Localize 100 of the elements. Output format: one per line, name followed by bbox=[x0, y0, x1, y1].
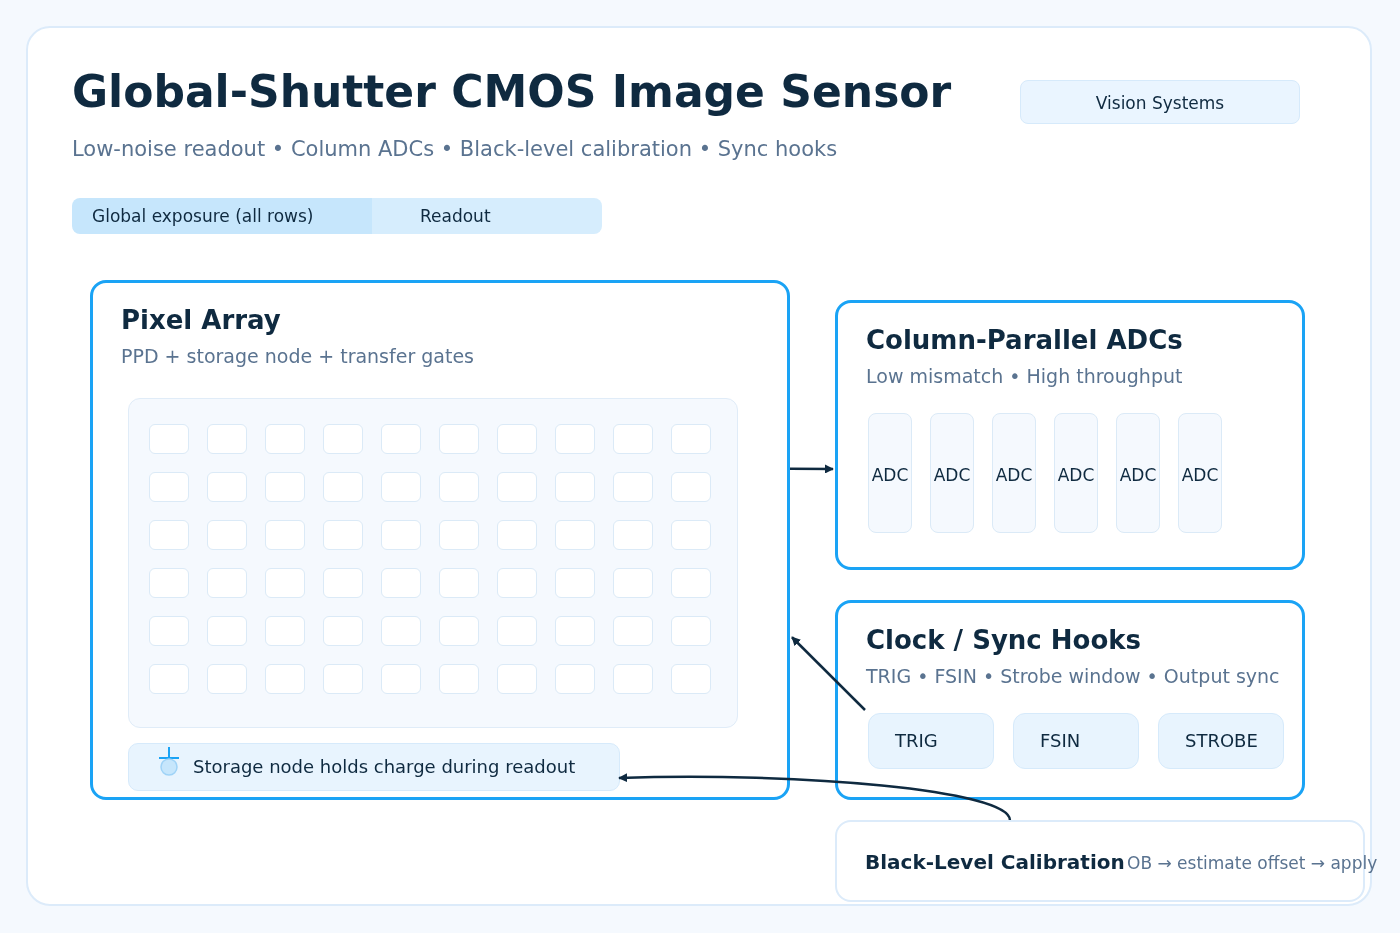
pixel-cell bbox=[671, 472, 711, 502]
pixel-cell bbox=[323, 568, 363, 598]
adc-slot bbox=[1054, 413, 1098, 533]
pixel-cell bbox=[613, 472, 653, 502]
pixel-cell bbox=[381, 472, 421, 502]
segment-label: Global exposure (all rows) bbox=[92, 206, 314, 226]
pixel-cell bbox=[613, 520, 653, 550]
pixel-cell bbox=[265, 424, 305, 454]
pixel-cell bbox=[555, 664, 595, 694]
pixel-cell bbox=[439, 472, 479, 502]
pixel-cell bbox=[671, 568, 711, 598]
pixel-cell bbox=[671, 616, 711, 646]
pixel-cell bbox=[323, 664, 363, 694]
signal-label: STROBE bbox=[1185, 730, 1258, 751]
pixel-cell bbox=[381, 520, 421, 550]
pixel-cell bbox=[555, 616, 595, 646]
adc-slot bbox=[992, 413, 1036, 533]
pixel-cell bbox=[555, 424, 595, 454]
pixel-cell bbox=[497, 520, 537, 550]
pixel-cell bbox=[497, 568, 537, 598]
block-panel bbox=[835, 600, 1305, 800]
adc-label: ADC bbox=[1118, 465, 1158, 485]
adc-label: ADC bbox=[1056, 465, 1096, 485]
adc-slot bbox=[930, 413, 974, 533]
pixel-cell bbox=[149, 616, 189, 646]
step-text: OB → estimate offset → apply bbox=[1127, 853, 1378, 873]
block-panel bbox=[835, 300, 1305, 570]
pixel-cell bbox=[265, 520, 305, 550]
pixel-cell bbox=[497, 424, 537, 454]
timeline-segment bbox=[372, 198, 602, 234]
signal-label: FSIN bbox=[1040, 730, 1081, 751]
adc-slot bbox=[1116, 413, 1160, 533]
pixel-cell bbox=[381, 664, 421, 694]
signal-chip bbox=[868, 713, 994, 769]
pixel-cell bbox=[207, 664, 247, 694]
adc-label: ADC bbox=[994, 465, 1034, 485]
pixel-cell bbox=[381, 424, 421, 454]
block-title: Column-Parallel ADCs bbox=[866, 325, 1183, 355]
pixel-grid-panel bbox=[128, 398, 738, 728]
pixel-cell bbox=[555, 568, 595, 598]
block-title: Pixel Array bbox=[121, 305, 281, 335]
pixel-cell bbox=[381, 616, 421, 646]
subtitle: Low-noise readout • Column ADCs • Black-level calibration • Sync hooks bbox=[72, 137, 838, 161]
pixel-cell bbox=[149, 664, 189, 694]
pixel-cell bbox=[207, 568, 247, 598]
header-badge: Vision Systems bbox=[1020, 80, 1300, 124]
pixel-cell bbox=[323, 472, 363, 502]
pixel-cell bbox=[671, 520, 711, 550]
pixel-cell bbox=[149, 520, 189, 550]
block-panel bbox=[90, 280, 790, 800]
pixel-cell bbox=[265, 568, 305, 598]
pixel-cell bbox=[613, 568, 653, 598]
adc-label: ADC bbox=[1180, 465, 1220, 485]
block-title: Black-Level Calibration bbox=[865, 850, 1125, 874]
pixel-cell bbox=[207, 472, 247, 502]
pixel-cell bbox=[207, 424, 247, 454]
diagram-title: Global-Shutter CMOS Image Sensor bbox=[72, 66, 952, 117]
block-title: Clock / Sync Hooks bbox=[866, 625, 1142, 655]
block-subtitle: PPD + storage node + transfer gates bbox=[121, 345, 474, 367]
pixel-cell bbox=[497, 616, 537, 646]
signal-chip bbox=[1013, 713, 1139, 769]
signal-chip bbox=[1158, 713, 1284, 769]
pixel-cell bbox=[381, 568, 421, 598]
pixel-cell bbox=[555, 520, 595, 550]
pixel-cell bbox=[439, 616, 479, 646]
pixel-cell bbox=[207, 520, 247, 550]
pixel-cell bbox=[265, 616, 305, 646]
arrow bbox=[618, 773, 1011, 821]
pixel-cell bbox=[439, 424, 479, 454]
pixel-cell bbox=[613, 616, 653, 646]
pixel-cell bbox=[555, 472, 595, 502]
pixel-cell bbox=[613, 424, 653, 454]
arrow bbox=[790, 464, 834, 474]
block-subtitle: TRIG • FSIN • Strobe window • Output sync bbox=[866, 665, 1280, 687]
adc-slot bbox=[1178, 413, 1222, 533]
pixel-cell bbox=[497, 472, 537, 502]
pixel-cell bbox=[265, 664, 305, 694]
adc-label: ADC bbox=[932, 465, 972, 485]
signal-label: TRIG bbox=[895, 730, 938, 751]
pixel-cell bbox=[613, 664, 653, 694]
pixel-cell bbox=[265, 472, 305, 502]
adc-label: ADC bbox=[870, 465, 910, 485]
arrow bbox=[791, 636, 866, 711]
pixel-cell bbox=[207, 616, 247, 646]
pixel-cell bbox=[149, 472, 189, 502]
pixel-cell bbox=[439, 664, 479, 694]
pixel-cell bbox=[671, 664, 711, 694]
pixel-cell bbox=[497, 664, 537, 694]
pixel-cell bbox=[439, 568, 479, 598]
segment-label: Readout bbox=[420, 206, 491, 226]
pixel-cell bbox=[671, 424, 711, 454]
block-subtitle: Low mismatch • High throughput bbox=[866, 365, 1183, 387]
pixel-cell bbox=[439, 520, 479, 550]
pixel-cell bbox=[149, 568, 189, 598]
pixel-cell bbox=[323, 520, 363, 550]
adc-slot bbox=[868, 413, 912, 533]
timeline-segment bbox=[72, 198, 372, 234]
note-card bbox=[128, 743, 620, 791]
pixel-cell bbox=[149, 424, 189, 454]
note-text: Storage node holds charge during readout bbox=[193, 756, 576, 777]
